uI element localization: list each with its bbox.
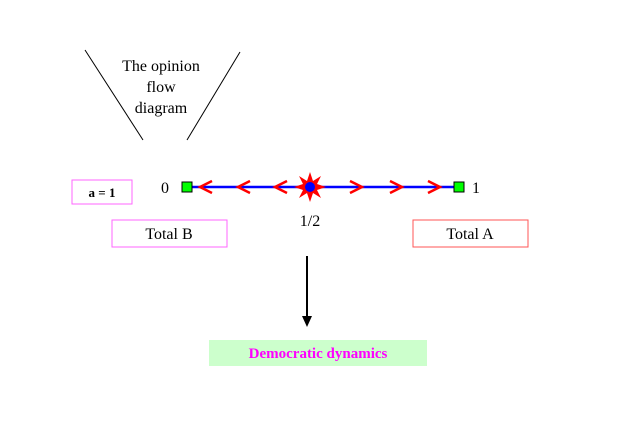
arrow-right-icon [427, 179, 443, 195]
endpoint-one-marker [453, 181, 465, 193]
funnel-right-line [186, 51, 241, 141]
left-flow-arrows [197, 179, 288, 195]
arrow-right-icon [389, 179, 405, 195]
arrow-left-icon [235, 179, 251, 195]
result-label: Democratic dynamics [249, 346, 388, 362]
unstable-point-dot [305, 182, 315, 192]
total-b-label: Total B [145, 226, 192, 243]
total-b-box [111, 219, 228, 248]
right-flow-arrows [349, 179, 443, 195]
funnel-left-line [84, 49, 144, 141]
down-arrow-head-icon [302, 316, 312, 327]
parameter-box [71, 179, 133, 205]
parameter-label: a = 1 [89, 185, 116, 200]
mid-label: 1/2 [300, 213, 320, 230]
arrow-right-icon [349, 179, 365, 195]
axis-right-label: 1 [472, 180, 480, 197]
title-line-3: diagram [135, 100, 188, 117]
arrow-left-icon [272, 179, 288, 195]
endpoint-zero-marker [181, 181, 193, 193]
title-line-2: flow [146, 79, 176, 96]
result-box [209, 340, 427, 366]
arrow-left-icon [197, 179, 213, 195]
axis-left-label: 0 [161, 180, 169, 197]
total-a-label: Total A [446, 226, 494, 243]
title-line-1: The opinion [122, 58, 200, 75]
total-a-box [412, 219, 529, 248]
